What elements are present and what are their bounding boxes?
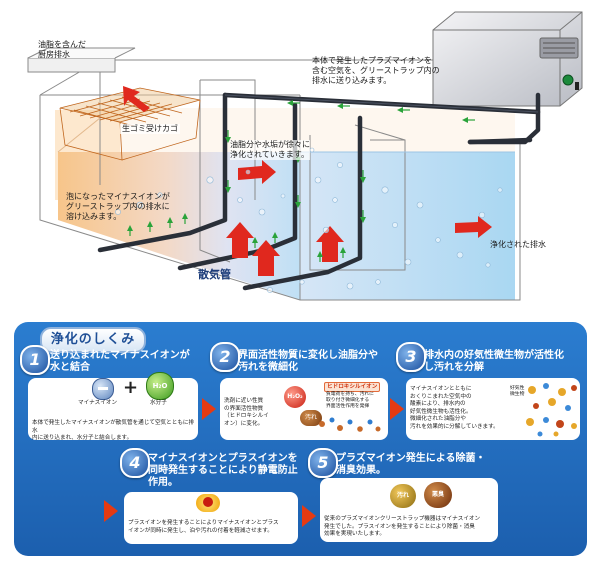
step-1-number: 1 bbox=[20, 345, 50, 375]
step-2-card: 洗剤に近い性質 の界面活性物質 （ヒドロキシルイ オン）に変化。 H₂O₂ 汚れ… bbox=[220, 378, 388, 440]
step-4-card: プラスイオンを発生することによりマイナスイオンとプラス イオンが同時に発生し、泊… bbox=[124, 492, 298, 544]
mechanism-title: 浄化のしくみ bbox=[40, 327, 146, 353]
step-1-card: + H₂O マイナスイオン 水分子 本体で発生したマイナスイオンが散気管を通じて… bbox=[28, 372, 198, 441]
hydroxyl-note: 負電荷を持ち、汚れに 取り付き微細化する 界面活性作用を発揮 bbox=[326, 392, 374, 409]
step-4-number: 4 bbox=[120, 448, 150, 478]
device-description-label: 本体で発生したプラズマイオンを 含む空気を、グリーストラップ内の 排水に送り込み… bbox=[312, 56, 440, 85]
step-3-heading: 排水内の好気性微生物が活性化 し汚れを分解 bbox=[424, 350, 564, 373]
grease-trap-illustration bbox=[27, 11, 583, 301]
micro-particles-icon bbox=[319, 417, 381, 432]
purified-water-label: 浄化された排水 bbox=[490, 240, 546, 249]
step-4-heading: マイナスイオンとプラスイオンを 同時発生することにより静電防止 作用。 bbox=[148, 453, 298, 488]
step-4-to-5-arrow bbox=[302, 505, 316, 527]
plus-sign-icon: + bbox=[123, 377, 139, 398]
step-2-number: 2 bbox=[210, 342, 240, 372]
step-3-card: マイナスイオンとともに おくりこまれた空気中の 酸素により、排水内の 好気性微生… bbox=[406, 378, 580, 440]
step-3-number: 3 bbox=[396, 342, 426, 372]
step-5-heading: プラズマイオン発生による除菌・ 消臭効果。 bbox=[336, 453, 486, 476]
aeration-pipe-label: 散気管 bbox=[198, 268, 231, 281]
ion-spark-icon bbox=[188, 492, 228, 514]
step-1-body: 本体で発生したマイナスイオンが散気管を通じて空気とともに排水 内に送り込まれ、水… bbox=[32, 420, 195, 441]
basket-label: 生ゴミ受けカゴ bbox=[120, 124, 180, 134]
grease-clean-label: 油脂分や水垢が徐々に 浄化されていきます。 bbox=[230, 140, 310, 160]
step-1-water-label: 水分子 bbox=[150, 400, 167, 406]
step-1-minus-ion-label: マイナスイオン bbox=[78, 400, 118, 406]
dirt-sphere-icon: 汚れ bbox=[390, 484, 416, 508]
step-4-entry-arrow bbox=[104, 500, 118, 522]
step-5-body: 従来のプラズマイオンクリーストラップ機器はマイナスイオン 発生でした。プラスイオ… bbox=[324, 516, 481, 537]
minus-ion-icon bbox=[92, 378, 114, 400]
microbes-icon bbox=[526, 383, 577, 437]
water-molecule-icon: H₂O bbox=[146, 372, 174, 400]
step-3-body: マイナスイオンとともに おくりこまれた空気中の 酸素により、排水内の 好気性微生… bbox=[410, 386, 499, 430]
step-1-heading: 送り込まれたマイナスイオンが 水と結合 bbox=[50, 350, 190, 373]
bubbles-description-label: 泡になったマイナスイオンが グリーストラップ内の排水に 溶け込みます。 bbox=[66, 192, 170, 221]
step-2-to-3-arrow bbox=[390, 398, 404, 420]
step-2-body: 洗剤に近い性質 の界面活性物質 （ヒドロキシルイ オン）に変化。 bbox=[224, 398, 269, 427]
step-5-card: 汚れ 悪臭 従来のプラズマイオンクリーストラップ機器はマイナスイオン 発生でした… bbox=[320, 478, 498, 542]
hydroxyl-badge: ヒドロキシルイオン bbox=[324, 382, 381, 392]
step-5-number: 5 bbox=[308, 448, 338, 478]
kitchen-waste-label: 油脂を含んだ 厨房排水 bbox=[38, 40, 86, 59]
step-4-body: プラスイオンを発生することによりマイナスイオンとプラス イオンが同時に発生し、泊… bbox=[128, 520, 279, 534]
dirt-particle-icon: 汚れ bbox=[300, 410, 322, 426]
h2o2-molecule-icon: H₂O₂ bbox=[284, 386, 306, 408]
step-2-heading: 界面活性物質に変化し油脂分や 汚れを微細化 bbox=[238, 350, 378, 373]
microbe-label: 好気性 微生物 bbox=[510, 386, 525, 397]
odor-sphere-icon: 悪臭 bbox=[424, 482, 452, 508]
step-1-to-2-arrow bbox=[202, 398, 216, 420]
